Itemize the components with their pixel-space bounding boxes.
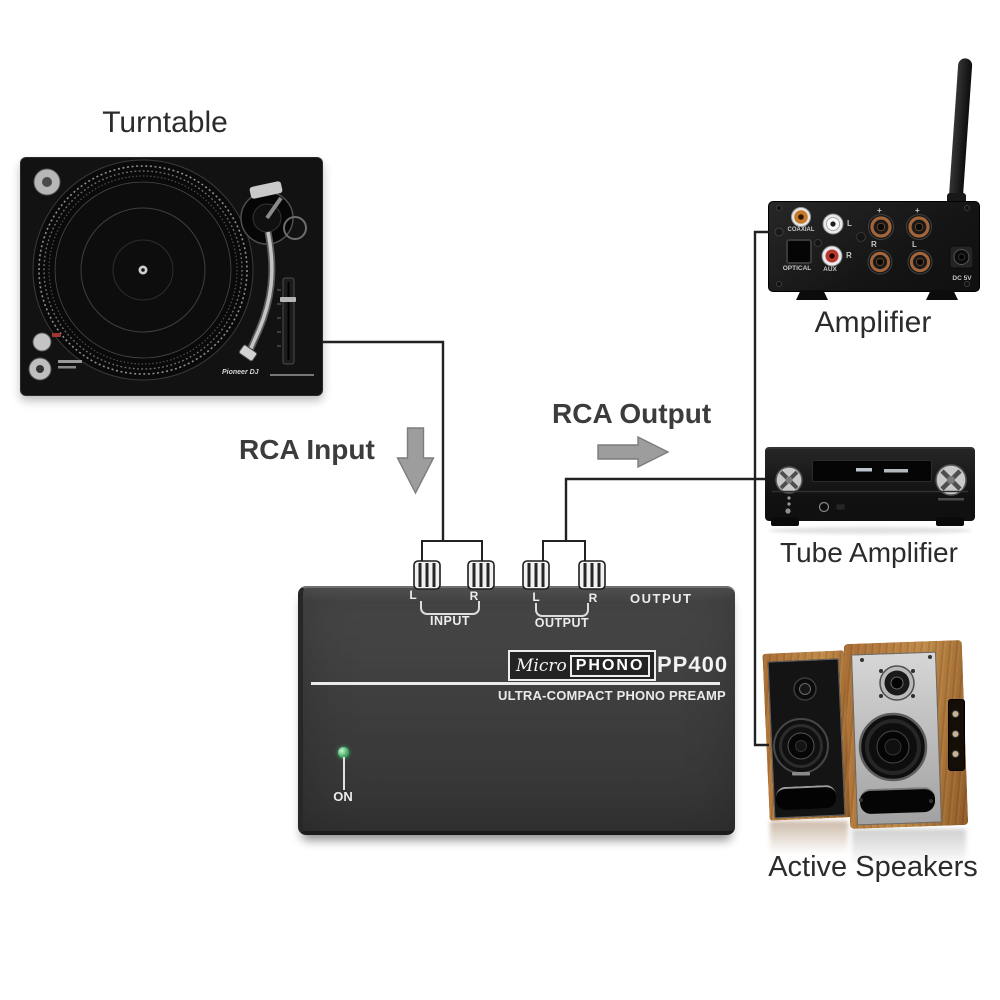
speaker-binding-posts xyxy=(867,214,933,275)
speaker-right-reflection xyxy=(852,829,966,877)
post-plus-label: + xyxy=(877,206,882,215)
coaxial-jack xyxy=(798,214,804,220)
turntable-label: Turntable xyxy=(102,106,228,139)
volume-knob-left xyxy=(775,466,803,494)
rca-jack-output-r xyxy=(578,560,606,590)
rca-jack-input-l xyxy=(413,560,441,590)
wire-to-speakers xyxy=(753,479,769,747)
wire-output-horizontal xyxy=(564,477,765,541)
turntable-tonearm xyxy=(238,181,307,362)
preamp-panel-output-label: OUTPUT xyxy=(630,591,693,606)
turntable-fine-print xyxy=(270,374,314,376)
aux-left-label: L xyxy=(847,219,852,228)
input-pair-bracket xyxy=(421,540,483,567)
speaker-left-post-label: L xyxy=(912,240,917,249)
preamp-input-r-label: R xyxy=(469,589,479,603)
amplifier-foot xyxy=(926,290,958,300)
preamp-output-r-label: R xyxy=(588,591,598,605)
speaker-left-drivers xyxy=(773,677,829,776)
right-arrow-icon xyxy=(597,435,670,469)
tube-amp-reflection xyxy=(768,527,972,534)
optical-label: OPTICAL xyxy=(782,265,812,272)
speaker-left-reflection xyxy=(770,821,848,865)
tube-amplifier-foot xyxy=(936,517,964,526)
turntable-brand-text: Pioneer DJ xyxy=(222,369,259,376)
preamp-brand-logo: Micro PHONO xyxy=(508,650,657,681)
display-text-glyphs xyxy=(856,468,872,472)
wire-to-amplifier xyxy=(753,230,771,479)
preamp-model-number: PP400 xyxy=(657,652,729,677)
preamp-rca-jacks xyxy=(413,560,606,590)
rca-output-label: RCA Output xyxy=(552,398,712,429)
pp400-preamp-image xyxy=(298,586,735,835)
aux-label: AUX xyxy=(823,266,837,273)
brand-script-text: Micro xyxy=(516,655,567,676)
coaxial-label: COAXIAL xyxy=(787,227,815,233)
flow-arrows xyxy=(396,427,670,495)
rca-jack-input-r xyxy=(467,560,495,590)
speaker-control-knob xyxy=(951,730,960,738)
power-led xyxy=(338,747,349,758)
output-pair-bracket xyxy=(542,540,586,567)
power-on-label: ON xyxy=(333,789,353,804)
aux-left-jack xyxy=(830,221,836,227)
dc-power-jack xyxy=(949,245,974,269)
preamp-input-group-label: INPUT xyxy=(430,614,470,628)
optical-port xyxy=(786,239,812,264)
down-arrow-icon xyxy=(396,427,435,495)
tube-amplifier-details xyxy=(772,464,968,514)
rca-input-label: RCA Input xyxy=(239,434,375,465)
tube-amplifier-foot xyxy=(771,517,799,526)
speaker-left-logo xyxy=(792,772,810,776)
power-button xyxy=(785,508,791,514)
turntable-platter xyxy=(32,159,254,381)
turntable-controls xyxy=(28,168,82,381)
tube-amplifier-label: Tube Amplifier xyxy=(780,537,958,568)
speaker-right-drivers xyxy=(858,655,960,803)
turntable-pitch-slider xyxy=(277,277,296,365)
aux-right-label: R xyxy=(846,251,852,260)
connection-wires xyxy=(322,230,771,747)
cable-y-brackets xyxy=(421,540,586,567)
preamp-face-divider xyxy=(311,682,720,685)
brand-block-text: PHONO xyxy=(569,654,651,677)
preamp-face-brackets xyxy=(420,601,589,617)
active-speakers-label: Active Speakers xyxy=(768,851,978,883)
post-plus-label: + xyxy=(915,206,920,215)
amplifier-foot xyxy=(796,290,828,300)
power-led-pointer xyxy=(343,757,345,790)
amplifier-rear-details xyxy=(774,205,974,287)
preamp-tagline: ULTRA-COMPACT PHONO PREAMP xyxy=(498,688,726,703)
preamp-input-l-label: L xyxy=(409,588,417,602)
speaker-control-knob xyxy=(951,710,960,718)
rca-jack-output-l xyxy=(522,560,550,590)
amplifier-label: Amplifier xyxy=(814,306,932,339)
preamp-output-group-label: OUTPUT xyxy=(534,616,590,630)
volume-knob-right xyxy=(935,464,967,496)
speaker-control-knob xyxy=(951,750,960,758)
preamp-output-l-label: L xyxy=(532,590,540,604)
wire-turntable-to-input xyxy=(322,340,445,541)
speaker-right-post-label: R xyxy=(871,240,877,249)
coaxial-screw xyxy=(774,227,784,237)
dc-power-label: DC 5V xyxy=(952,275,972,282)
aux-right-jack xyxy=(829,253,835,259)
headphone-jack xyxy=(818,501,830,513)
